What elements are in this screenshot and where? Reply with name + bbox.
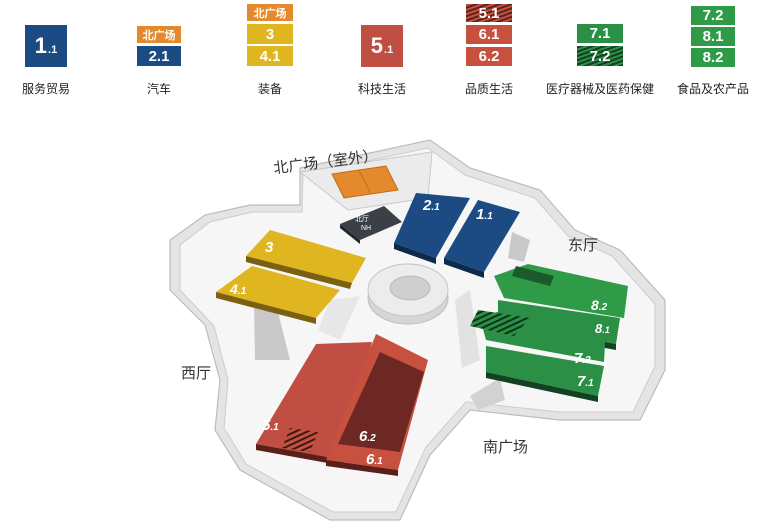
legend-chip-3: 3 xyxy=(247,24,293,44)
hall-label-7-2: 7.2 xyxy=(574,350,591,367)
legend-chip-2-1: 2.1 xyxy=(137,46,181,66)
hall-num: 1 xyxy=(476,206,484,223)
legend-chip-6-1: 6.1 xyxy=(466,25,512,44)
hall-label-5-1: 5.1 xyxy=(262,417,279,434)
chip-num: 5 xyxy=(370,33,384,58)
hall-sub: .1 xyxy=(602,325,610,335)
nh-label: 北厅 NH xyxy=(355,215,371,232)
legend-label-service: 服务贸易 xyxy=(21,82,71,96)
hall-num: 5 xyxy=(262,417,271,434)
legend-chip-1-1: 1.1 xyxy=(25,25,67,67)
hall-3[interactable] xyxy=(246,230,366,289)
legend-chip-6-2: 6.2 xyxy=(466,47,512,66)
hall-sub: .1 xyxy=(431,202,440,213)
hall-num: 8 xyxy=(595,321,603,336)
chip-sub: .1 xyxy=(384,44,394,56)
legend-chip-8-2: 8.2 xyxy=(691,48,735,67)
legend-chip-7-2-hatched: 7.2 xyxy=(577,46,623,66)
legend-chip-north: 北广场 xyxy=(247,4,293,21)
hall-8-2[interactable] xyxy=(494,264,628,318)
hall-num: 7 xyxy=(574,350,583,367)
label-west-hall: 西厅 xyxy=(181,364,212,382)
hall-label-2-1: 2.1 xyxy=(422,197,440,214)
label-east-hall: 东厅 xyxy=(568,236,599,254)
hall-sub: .2 xyxy=(367,433,376,444)
hall-label-6-2: 6.2 xyxy=(359,428,376,445)
legend-label-auto: 汽车 xyxy=(146,82,172,96)
hall-2-1[interactable] xyxy=(394,193,470,264)
hall-num: 3 xyxy=(265,239,274,256)
legend-label-tech: 科技生活 xyxy=(357,82,407,96)
hall-sub: .1 xyxy=(270,422,279,433)
north-plaza xyxy=(298,151,433,211)
legend-label-quality: 品质生活 xyxy=(464,82,514,96)
hall-num: 6 xyxy=(359,428,368,445)
legend-chip-8-1: 8.1 xyxy=(691,27,735,46)
nh-label-en: NH xyxy=(361,225,371,232)
hall-label-4-1: 4.1 xyxy=(229,281,247,297)
legend-chip-5-1: 5.1 xyxy=(361,25,403,67)
hall-label-7-1: 7.1 xyxy=(577,373,594,390)
legend-label-food: 食品及农产品 xyxy=(676,82,750,96)
hall-label-3: 3 xyxy=(265,239,274,256)
legend-chip-7-2: 7.2 xyxy=(691,6,735,25)
chip-sub: .1 xyxy=(48,44,58,56)
hall-label-8-1: 8.1 xyxy=(595,321,610,336)
hall-num: 4 xyxy=(229,281,238,297)
hall-sub: .1 xyxy=(238,286,247,297)
hall-label-6-1: 6.1 xyxy=(366,451,383,468)
hall-sub: .1 xyxy=(484,211,493,222)
legend-chip-5-1-hatched: 5.1 xyxy=(466,4,512,22)
central-hub xyxy=(367,263,449,325)
hall-7-1[interactable] xyxy=(486,346,604,402)
hall-sub: .2 xyxy=(599,302,608,313)
legend-chip-4-1: 4.1 xyxy=(247,46,293,66)
hall-num: 2 xyxy=(422,197,432,214)
hall-labels: 2.1 1.1 3 4.1 5.1 6.2 6.1 8.2 8.1 7.2 7.… xyxy=(229,197,610,468)
hall-1-1[interactable] xyxy=(444,200,520,278)
legend-chip-7-1: 7.1 xyxy=(577,24,623,43)
legend-label-equipment: 装备 xyxy=(257,82,283,96)
hall-6[interactable] xyxy=(326,334,428,476)
hall-4-1[interactable] xyxy=(216,266,340,324)
hall-label-8-2: 8.2 xyxy=(591,297,608,313)
hall-label-1-1: 1.1 xyxy=(476,206,493,223)
hall-sub: .1 xyxy=(374,456,383,467)
north-hall-nh xyxy=(340,206,402,244)
hall-num: 8 xyxy=(591,297,599,313)
chip-num: 1 xyxy=(34,33,48,58)
legend: 1.1 服务贸易 北广场 2.1 汽车 北广场 3 4.1 装备 5.1 科技生… xyxy=(0,0,762,110)
hall-7-2[interactable] xyxy=(470,306,606,362)
hall-sub: .2 xyxy=(582,355,591,366)
legend-label-medical: 医疗器械及医药保健 xyxy=(545,82,655,96)
connectors xyxy=(254,232,530,410)
label-south-plaza: 南广场 xyxy=(483,438,529,456)
hall-num: 6 xyxy=(366,451,375,468)
legend-chip-north: 北广场 xyxy=(137,26,181,43)
hall-num: 7 xyxy=(577,373,586,390)
hall-sub: .1 xyxy=(585,378,594,389)
nh-label-cn: 北厅 xyxy=(355,215,369,223)
